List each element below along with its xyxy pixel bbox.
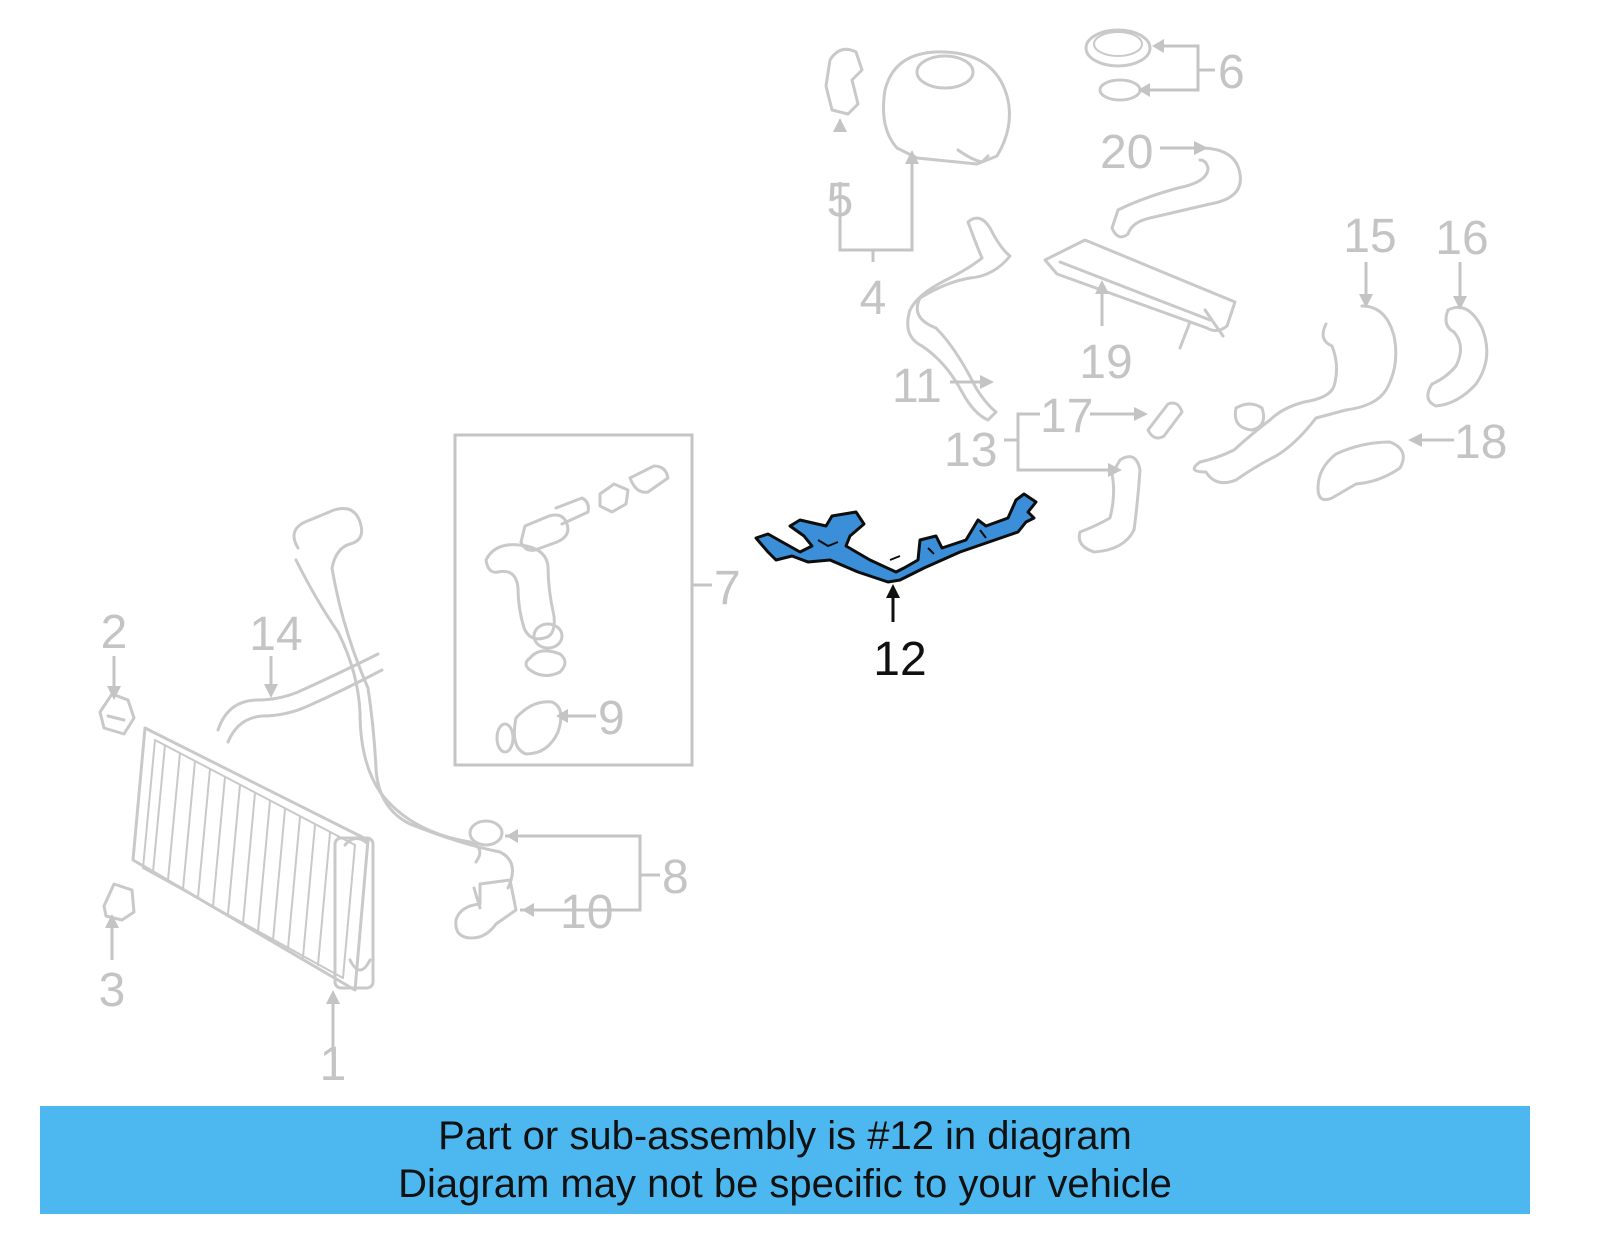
part-hose-15 bbox=[1192, 304, 1398, 485]
callout-labels: 1 2 3 4 5 6 7 8 9 10 11 12 13 14 15 16 1… bbox=[99, 46, 1508, 1091]
callout-14[interactable]: 14 bbox=[249, 608, 302, 661]
info-banner: Part or sub-assembly is #12 in diagram D… bbox=[40, 1106, 1530, 1214]
callout-18[interactable]: 18 bbox=[1454, 416, 1507, 469]
part-hose-20 bbox=[1110, 146, 1242, 239]
part-radiator bbox=[131, 726, 375, 992]
part-hose-8 bbox=[292, 507, 514, 890]
callout-4[interactable]: 4 bbox=[860, 272, 887, 325]
callout-20[interactable]: 20 bbox=[1100, 126, 1153, 179]
part-outlet-10 bbox=[454, 878, 518, 940]
callout-1[interactable]: 1 bbox=[320, 1038, 347, 1091]
leader-lines bbox=[105, 39, 1467, 1055]
part-plug-17 bbox=[1146, 401, 1184, 440]
part-seal bbox=[1098, 78, 1142, 102]
callout-10[interactable]: 10 bbox=[560, 886, 613, 939]
callout-3[interactable]: 3 bbox=[99, 964, 126, 1017]
banner-line-disclaimer: Diagram may not be specific to your vehi… bbox=[398, 1162, 1172, 1206]
part-hose-16 bbox=[1426, 305, 1489, 408]
callout-17[interactable]: 17 bbox=[1040, 390, 1093, 443]
part-bracket-upper bbox=[98, 692, 136, 736]
part-hose-14 bbox=[216, 652, 384, 744]
callout-6[interactable]: 6 bbox=[1218, 46, 1245, 99]
callout-9[interactable]: 9 bbox=[598, 692, 625, 745]
part-hose-13 bbox=[1077, 455, 1142, 554]
banner-line-part-number: Part or sub-assembly is #12 in diagram bbox=[438, 1114, 1132, 1158]
callout-11[interactable]: 11 bbox=[892, 360, 942, 413]
callout-15[interactable]: 15 bbox=[1343, 210, 1396, 263]
part-cap bbox=[1084, 28, 1152, 68]
callout-16[interactable]: 16 bbox=[1435, 212, 1488, 265]
part-flange-18 bbox=[1316, 440, 1405, 502]
group-box-7 bbox=[453, 433, 694, 767]
callout-19[interactable]: 19 bbox=[1079, 336, 1132, 389]
callout-7[interactable]: 7 bbox=[714, 562, 741, 615]
callout-8[interactable]: 8 bbox=[662, 851, 689, 904]
callout-13[interactable]: 13 bbox=[944, 424, 997, 477]
part-coolant-pipe-12-detail bbox=[817, 529, 987, 561]
part-bracket-lower bbox=[102, 882, 136, 922]
part-coolant-pipe-12[interactable] bbox=[754, 492, 1038, 584]
callout-5[interactable]: 5 bbox=[827, 174, 854, 227]
callout-12[interactable]: 12 bbox=[873, 633, 926, 686]
callout-2[interactable]: 2 bbox=[101, 606, 128, 659]
part-rail-19 bbox=[1043, 238, 1237, 350]
part-reservoir bbox=[882, 50, 1011, 166]
part-outlet-9 bbox=[512, 700, 563, 756]
part-hose-11 bbox=[906, 216, 1012, 422]
part-clip-5 bbox=[824, 47, 864, 116]
